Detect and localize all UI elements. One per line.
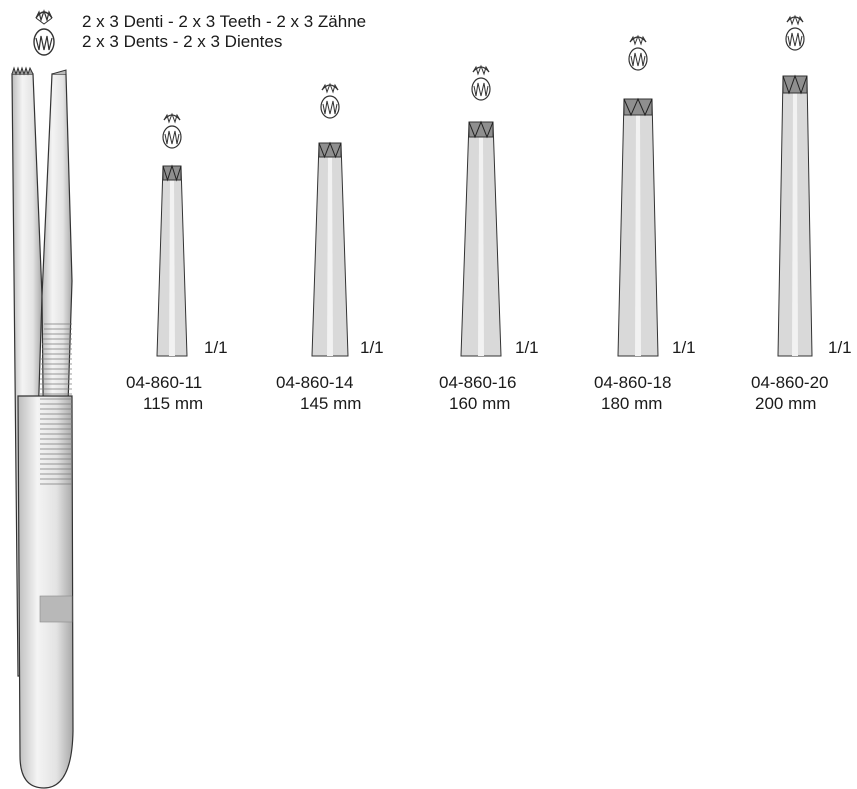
teeth-spec-line-1: 2 x 3 Denti - 2 x 3 Teeth - 2 x 3 Zähne: [82, 12, 367, 31]
article-code: 04-860-20: [751, 373, 829, 392]
tooth-pattern-icon: [628, 34, 648, 71]
variant-tip-5: [777, 14, 813, 357]
tooth-pattern-icon: [320, 82, 340, 119]
variant-tip-2: [311, 82, 349, 357]
header: 2 x 3 Denti - 2 x 3 Teeth - 2 x 3 Zähne …: [30, 4, 470, 56]
variant-tip-4: [617, 34, 659, 357]
tooth-pattern-icon: [785, 14, 805, 51]
teeth-spec-line-2: 2 x 3 Dents - 2 x 3 Dientes: [82, 32, 283, 51]
length-label: 115 mm: [143, 394, 204, 413]
variant-tip-3: [460, 64, 502, 357]
length-label: 160 mm: [449, 394, 511, 413]
tooth-pattern-icon: [471, 64, 491, 101]
length-label: 145 mm: [300, 394, 362, 413]
article-code: 04-860-14: [276, 373, 354, 392]
scale-label: 1/1: [828, 338, 852, 357]
variant-tip-1: [156, 112, 188, 357]
forceps-illustration: [11, 66, 74, 789]
tooth-pattern-icon: [33, 9, 55, 56]
article-code: 04-860-16: [439, 373, 517, 392]
article-code: 04-860-18: [594, 373, 672, 392]
teeth-block: [782, 75, 808, 94]
scale-label: 1/1: [672, 338, 696, 357]
scale-label: 1/1: [360, 338, 384, 357]
article-code: 04-860-11: [126, 373, 203, 392]
scale-label: 1/1: [204, 338, 228, 357]
scale-label: 1/1: [515, 338, 539, 357]
length-label: 200 mm: [755, 394, 817, 413]
tooth-pattern-icon: [162, 112, 182, 149]
length-label: 180 mm: [601, 394, 663, 413]
